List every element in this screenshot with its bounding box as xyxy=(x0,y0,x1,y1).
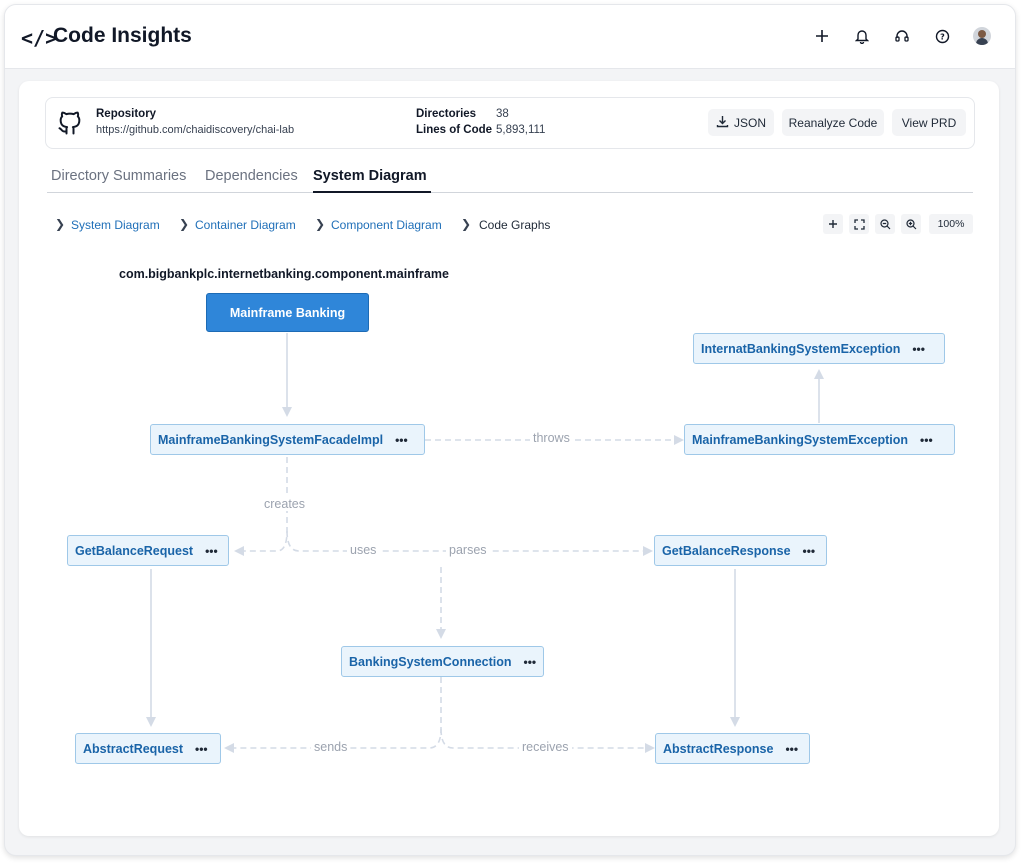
more-options-icon[interactable]: ••• xyxy=(802,543,816,558)
edge-receives xyxy=(440,728,655,753)
more-options-icon[interactable]: ••• xyxy=(785,741,799,756)
top-bar: </> Code Insights ? xyxy=(5,5,1015,69)
app-window: </> Code Insights ? Repository https://g… xyxy=(4,4,1016,856)
main-card: Repository https://github.com/chaidiscov… xyxy=(19,81,999,836)
directories-label: Directories xyxy=(416,108,477,120)
chevron-right-icon: ❯ xyxy=(461,217,472,231)
app-title: Code Insights xyxy=(53,24,192,47)
edge-label-parses: parses xyxy=(446,543,490,557)
github-icon xyxy=(56,109,84,142)
node-mainframe-banking-system-exception[interactable]: MainframeBankingSystemException ••• xyxy=(684,424,955,455)
node-mainframe-banking-system-facade-impl[interactable]: MainframeBankingSystemFacadeImpl ••• xyxy=(150,424,425,455)
edge-label-sends: sends xyxy=(311,740,351,754)
node-mainframe-banking[interactable]: Mainframe Banking xyxy=(206,293,369,332)
chevron-right-icon: ❯ xyxy=(179,217,190,231)
view-prd-button[interactable]: View PRD xyxy=(892,109,966,136)
repository-summary: Repository https://github.com/chaidiscov… xyxy=(45,97,975,149)
edge-sends xyxy=(224,677,442,753)
more-options-icon[interactable]: ••• xyxy=(920,432,933,447)
more-options-icon[interactable]: ••• xyxy=(195,741,208,756)
code-logo-icon: </> xyxy=(21,26,58,50)
edge-label-throws: throws xyxy=(530,431,573,445)
node-label: GetBalanceResponse xyxy=(662,543,791,558)
zoom-level: 100% xyxy=(929,214,973,234)
json-button-label: JSON xyxy=(733,115,766,130)
tab-dependencies[interactable]: Dependencies xyxy=(205,168,298,184)
repository-url[interactable]: https://github.com/chaidiscovery/chai-la… xyxy=(96,124,295,136)
node-label: MainframeBankingSystemException xyxy=(692,432,909,447)
active-tab-indicator xyxy=(313,191,431,193)
node-label: MainframeBankingSystemFacadeImpl xyxy=(158,432,384,447)
user-avatar[interactable] xyxy=(973,27,991,45)
zoom-in-icon[interactable] xyxy=(901,214,921,234)
node-get-balance-response[interactable]: GetBalanceResponse ••• xyxy=(654,535,827,566)
tab-bar: Directory Summaries Dependencies System … xyxy=(47,163,973,193)
diagram-edges xyxy=(146,333,824,753)
svg-text:?: ? xyxy=(940,32,945,41)
node-label: GetBalanceRequest xyxy=(75,543,194,558)
chevron-right-icon: ❯ xyxy=(315,217,326,231)
edge-uses-parses xyxy=(286,530,653,556)
reanalyze-code-button[interactable]: Reanalyze Code xyxy=(782,109,884,136)
node-abstract-response[interactable]: AbstractResponse ••• xyxy=(655,733,810,764)
add-node-icon[interactable] xyxy=(823,214,843,234)
breadcrumb-system-diagram[interactable]: System Diagram xyxy=(71,218,160,232)
node-get-balance-request[interactable]: GetBalanceRequest ••• xyxy=(67,535,229,566)
breadcrumb-component-diagram[interactable]: Component Diagram xyxy=(331,218,442,232)
fit-view-icon[interactable] xyxy=(849,214,869,234)
lines-of-code-value: 5,893,111 xyxy=(496,124,546,136)
bell-icon[interactable] xyxy=(851,25,873,47)
more-options-icon[interactable]: ••• xyxy=(523,654,537,669)
plus-icon[interactable] xyxy=(811,25,833,47)
more-options-icon[interactable]: ••• xyxy=(205,543,218,558)
tab-directory-summaries[interactable]: Directory Summaries xyxy=(51,168,187,184)
directories-value: 38 xyxy=(496,108,509,120)
download-json-button[interactable]: JSON xyxy=(708,109,774,136)
edge-label-receives: receives xyxy=(519,740,572,754)
node-label: InternatBankingSystemException xyxy=(701,341,901,356)
node-internat-banking-system-exception[interactable]: InternatBankingSystemException ••• xyxy=(693,333,945,364)
more-options-icon[interactable]: ••• xyxy=(395,432,408,447)
node-label: AbstractRequest xyxy=(83,741,184,756)
more-options-icon[interactable]: ••• xyxy=(912,341,925,356)
edge-label-uses: uses xyxy=(347,543,380,557)
breadcrumb-container-diagram[interactable]: Container Diagram xyxy=(195,218,296,232)
node-abstract-request[interactable]: AbstractRequest ••• xyxy=(75,733,221,764)
headset-icon[interactable] xyxy=(891,25,913,47)
zoom-out-icon[interactable] xyxy=(875,214,895,234)
node-label: AbstractResponse xyxy=(663,741,774,756)
repository-label: Repository xyxy=(96,108,157,120)
help-icon[interactable]: ? xyxy=(931,25,953,47)
node-label: BankingSystemConnection xyxy=(349,654,512,669)
download-icon xyxy=(716,115,729,131)
chevron-right-icon: ❯ xyxy=(55,217,66,231)
edge-label-creates: creates xyxy=(261,497,308,511)
tab-system-diagram[interactable]: System Diagram xyxy=(313,168,427,184)
breadcrumb-code-graphs: Code Graphs xyxy=(479,218,551,232)
node-banking-system-connection[interactable]: BankingSystemConnection ••• xyxy=(341,646,544,677)
package-name: com.bigbankplc.internetbanking.component… xyxy=(119,267,449,281)
lines-of-code-label: Lines of Code xyxy=(416,124,493,136)
